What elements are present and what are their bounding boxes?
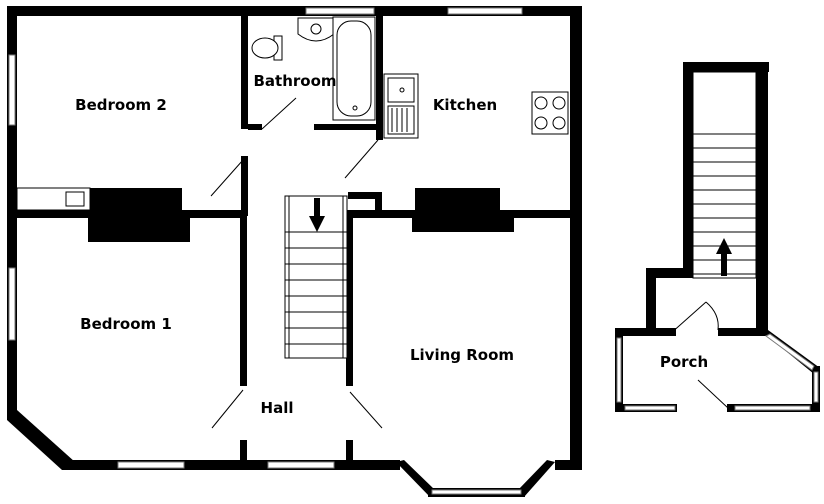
hall-label: Hall (261, 399, 294, 417)
porch-stairs (692, 71, 757, 279)
toilet-icon (251, 35, 283, 61)
main-stairs (284, 195, 348, 359)
bedroom-2-label: Bedroom 2 (75, 96, 167, 114)
bath-icon (332, 16, 376, 121)
porch-label: Porch (660, 353, 708, 371)
door-swings (210, 97, 383, 429)
bedroom-1-label: Bedroom 1 (80, 315, 172, 333)
bay-window (396, 460, 555, 497)
windows (8, 7, 523, 469)
living-room-label: Living Room (410, 346, 514, 364)
porch-door-swing (669, 301, 729, 409)
outer-walls (7, 6, 582, 470)
kitchen-label: Kitchen (433, 96, 497, 114)
kitchen-sink-icon (383, 73, 419, 139)
sink-icon (297, 17, 335, 42)
porch-structure (615, 62, 820, 412)
hob-icon (531, 91, 569, 135)
interior-walls (17, 14, 570, 462)
cupboard-icon (16, 187, 91, 211)
bathroom-label: Bathroom (253, 72, 336, 90)
